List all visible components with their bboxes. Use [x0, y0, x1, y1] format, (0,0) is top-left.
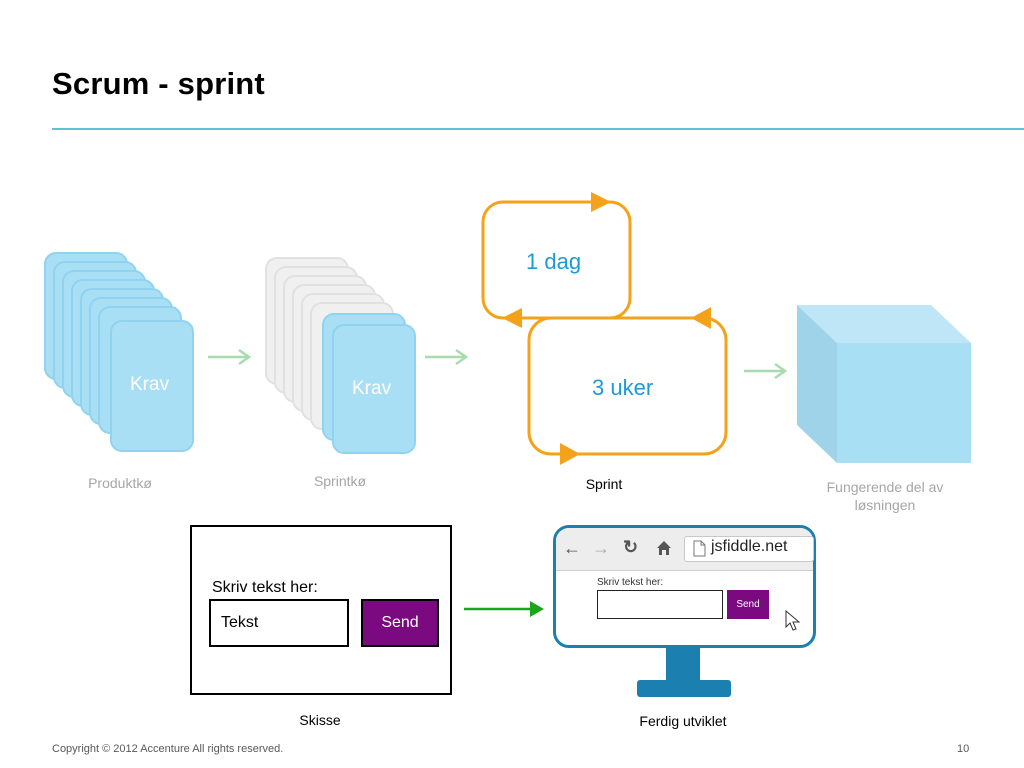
daily-loop-label: 1 dag	[526, 249, 582, 274]
result-caption: Fungerende del av løsningen	[800, 478, 970, 514]
arrow-right-icon	[744, 362, 788, 380]
mouse-cursor-icon	[785, 610, 801, 631]
address-bar[interactable]	[684, 536, 814, 562]
finished-send-label: Send	[736, 599, 760, 610]
finished-prompt: Skriv tekst her:	[597, 577, 664, 588]
sketch-caption: Skisse	[299, 712, 341, 728]
sketch-send-label: Send	[381, 614, 419, 631]
title-divider	[52, 128, 1024, 130]
sprint-backlog-caption: Sprintkø	[313, 473, 367, 489]
monitor-stand	[666, 648, 700, 680]
arrow-right-icon	[464, 601, 544, 617]
finished-caption: Ferdig utviklet	[639, 713, 727, 729]
slide-title: Scrum - sprint	[52, 66, 265, 101]
address-bar-url: jsfiddle.net	[711, 538, 788, 555]
sprint-loop-label: 3 uker	[592, 375, 654, 400]
page-number: 10	[957, 743, 970, 755]
sprint-backlog-card-label: Krav	[352, 378, 392, 399]
result-caption-line1: Fungerende del av	[826, 479, 944, 495]
reload-icon[interactable]: ↻	[623, 537, 639, 557]
copyright-text: Copyright © 2012 Accenture All rights re…	[52, 743, 284, 755]
result-caption-line2: løsningen	[854, 497, 916, 513]
back-arrow-icon[interactable]: ←	[563, 538, 581, 558]
finished-send-button[interactable]	[727, 590, 769, 619]
sprint-loops	[481, 192, 728, 465]
product-backlog-caption: Produktkø	[88, 475, 152, 491]
monitor-base	[637, 680, 731, 697]
backlog-card-label: Krav	[130, 374, 170, 395]
cube-icon	[797, 305, 971, 463]
sketch-prompt: Skriv tekst her:	[212, 579, 318, 596]
sprint-caption: Sprint	[585, 476, 623, 492]
home-icon[interactable]	[656, 540, 672, 556]
arrow-right-icon	[208, 348, 252, 366]
arrow-right-icon	[425, 348, 469, 366]
page-icon	[693, 540, 706, 557]
sketch-text-input[interactable]	[209, 599, 349, 647]
sketch-send-button[interactable]	[361, 599, 439, 647]
forward-arrow-icon[interactable]: →	[592, 538, 610, 558]
finished-text-input[interactable]	[597, 590, 723, 619]
sketch-input-value: Tekst	[221, 614, 259, 631]
